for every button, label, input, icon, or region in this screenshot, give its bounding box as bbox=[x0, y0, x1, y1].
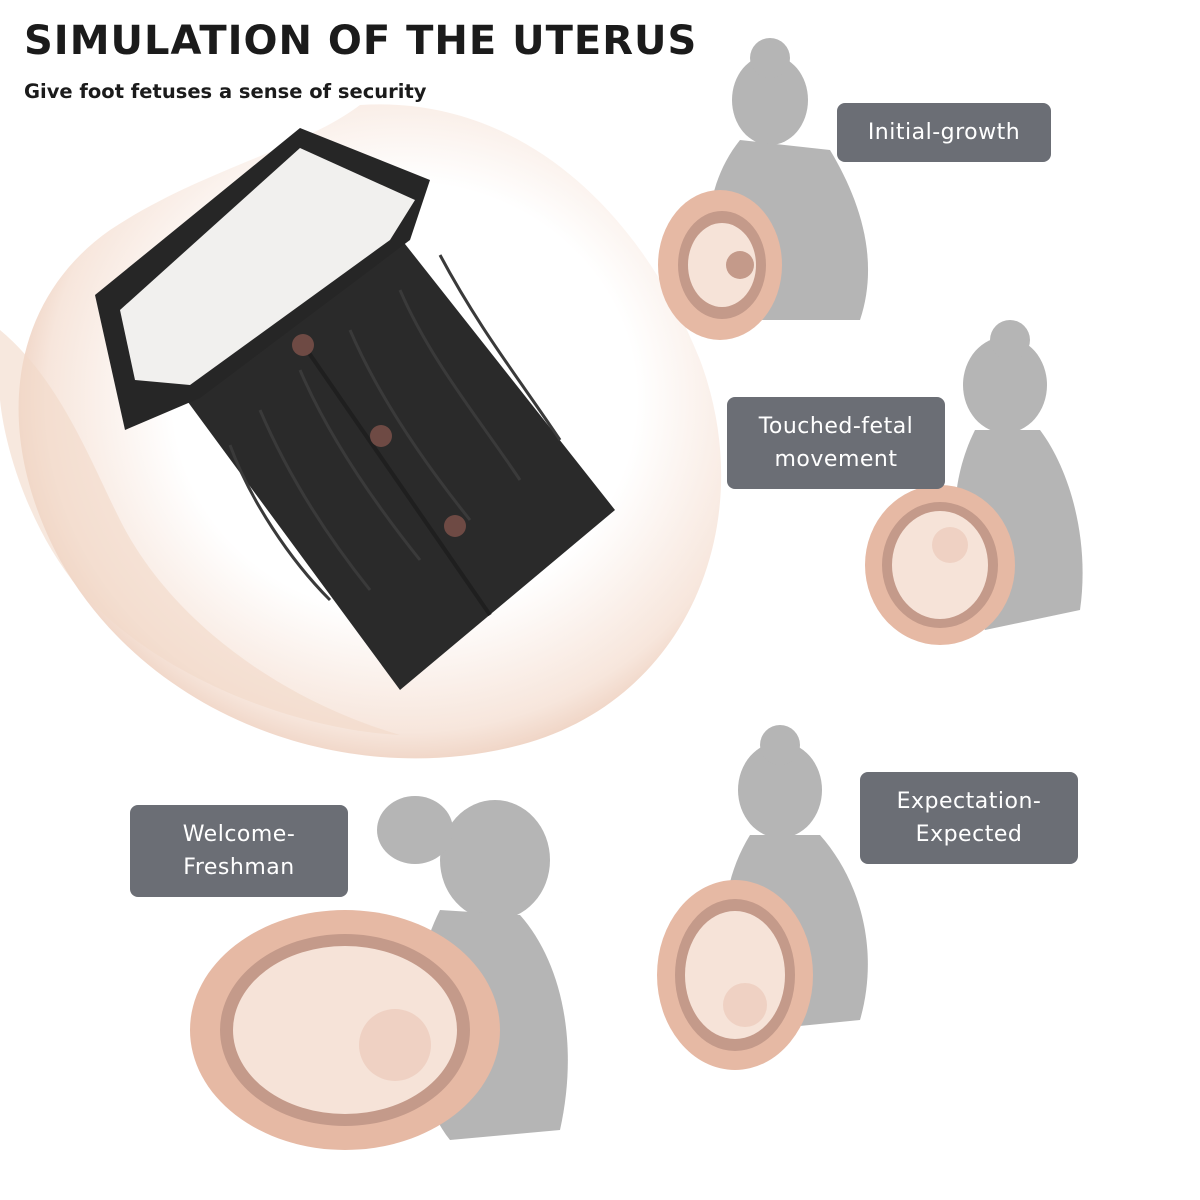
uterus-fetus-icon bbox=[865, 485, 1015, 645]
uterus-fetus-icon bbox=[658, 190, 782, 340]
page-title: SIMULATION OF THE UTERUS bbox=[24, 18, 698, 64]
stage-label-touched-fetal-movement: Touched-fetal movement bbox=[727, 397, 945, 489]
page-subtitle: Give foot fetuses a sense of security bbox=[24, 80, 427, 103]
stage-label-expectation-expected: Expectation-Expected bbox=[860, 772, 1078, 864]
sleeping-bag-product-image bbox=[95, 128, 615, 690]
uterus-fetus-icon bbox=[657, 880, 813, 1070]
button-icon bbox=[370, 425, 392, 447]
button-icon bbox=[444, 515, 466, 537]
stage-label-initial-growth: Initial-growth bbox=[837, 103, 1051, 162]
stage-label-welcome-freshman: Welcome-Freshman bbox=[130, 805, 348, 897]
uterus-fetus-icon bbox=[190, 910, 500, 1150]
button-icon bbox=[292, 334, 314, 356]
